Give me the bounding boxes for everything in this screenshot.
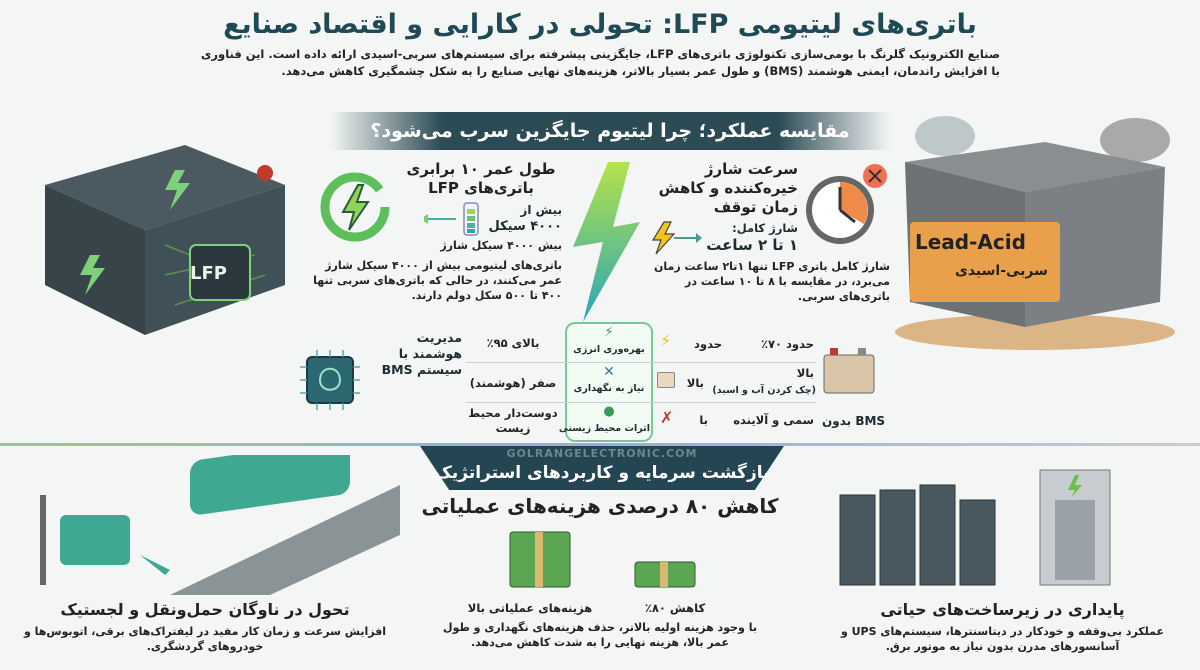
no-bms-label: بدون BMS — [822, 414, 886, 428]
bms-label: مدیریت هوشمند با سیستم BMS — [381, 330, 462, 377]
lead-maintenance-mid: بالا — [686, 376, 704, 390]
life-card: طول عمر ۱۰ برابری باتری‌های LFP بیش از ۴… — [300, 160, 562, 303]
criterion-maintenance: نیاز به نگهداری — [573, 383, 645, 394]
charge-card: سرعت شارژ خیره‌کننده و کاهش زمان توقف شا… — [646, 160, 890, 304]
life-card-body: باتری‌های لیتیومی بیش از ۴۰۰۰ سیکل شارژ … — [313, 259, 562, 302]
forklift-bus-illustration — [40, 455, 400, 595]
lead-efficiency: حدود ۷۰٪ — [760, 337, 814, 351]
cycles-text: بیش از ۴۰۰۰ سیکل — [488, 203, 562, 235]
small-lead-battery-icon — [823, 348, 875, 394]
watermark: GOLRANGELECTRONIC.COM — [506, 447, 698, 460]
savings-body: با وجود هزینه اولیه بالاتر، حذف هزینه‌ها… — [443, 621, 757, 649]
full-charge-row: شارژ کامل: ۱ تا ۲ ساعت — [646, 221, 890, 255]
infra-title: پایداری در زیرساخت‌های حیاتی — [880, 600, 1125, 619]
lfp-battery-illustration — [45, 145, 285, 335]
life-card-title: طول عمر ۱۰ برابری باتری‌های LFP — [406, 160, 556, 197]
lead-battery-label: Lead-Acid — [915, 230, 1026, 254]
high-cost-label: هزینه‌های عملیاتی بالا — [467, 601, 593, 615]
savings-title: کاهش ۸۰ درصدی هزینه‌های عملیاتی — [421, 494, 779, 518]
battery-level-icon — [424, 202, 480, 236]
lfp-environment: دوست‌دار محیط زیست — [468, 406, 558, 435]
criterion-efficiency: بهره‌وری انرژی — [573, 344, 645, 355]
charge-ring-icon — [320, 172, 390, 242]
bolt-icon: ⚡ — [604, 325, 614, 340]
page-title: باتری‌های لیتیومی LFP: تحولی در کارایی و… — [223, 9, 977, 40]
intro-text: صنایع الکترونیک گلرنگ با بومی‌سازی تکنول… — [200, 47, 1000, 78]
lead-efficiency-bolt-icon: ⚡ — [660, 331, 672, 350]
fleet-body: افزایش سرعت و زمان کار مفید در لیفتراک‌ه… — [23, 625, 387, 653]
datacenter-elevator-illustration — [839, 469, 1111, 586]
full-charge-value: ۱ تا ۲ ساعت — [706, 236, 798, 254]
section-divider — [0, 443, 1200, 446]
charge-card-body: شارژ کامل باتری LFP تنها ۱تا۲ ساعت زمان … — [654, 260, 890, 303]
roi-banner: بازگشت سرمایه و کاربردهای استراتژیک — [434, 463, 770, 483]
money-stacks-illustration — [509, 531, 696, 588]
lead-acid-battery-illustration — [895, 116, 1175, 350]
globe-icon: ● — [603, 404, 615, 419]
cycles-line1: بیش از — [520, 203, 562, 217]
toxic-icon: ✗ — [660, 408, 674, 427]
lead-environment: سمی و آلاینده — [733, 413, 814, 427]
battery-acid-icon — [657, 372, 675, 388]
cycles-line2: ۴۰۰۰ سیکل — [488, 219, 562, 234]
criteria-column — [565, 322, 653, 442]
full-charge-label: شارژ کامل: — [732, 221, 798, 235]
infra-body: عملکرد بی‌وقفه و خودکار در دیتاسنترها، س… — [840, 625, 1165, 653]
tools-icon: ✕ — [603, 364, 615, 380]
lightning-bolt-icon — [573, 162, 640, 322]
lead-efficiency-mid: حدود — [694, 337, 722, 351]
lead-environment-mid: با — [699, 413, 708, 427]
low-cost-label: کاهش ۸۰٪ — [644, 601, 706, 615]
lead-maintenance: بالا — [796, 366, 814, 380]
comparison-banner: مقایسه عملکرد؛ چرا لیتیوم جایگزین سرب می… — [330, 112, 890, 150]
cycles-caption: بیش ۴۰۰۰ سیکل شارژ — [440, 239, 562, 252]
full-charge-text: شارژ کامل: ۱ تا ۲ ساعت — [706, 221, 798, 255]
lfp-battery-label: LFP — [190, 263, 227, 284]
lfp-efficiency: بالای ۹۵٪ — [486, 336, 540, 350]
lfp-maintenance: صفر (هوشمند) — [469, 376, 557, 390]
charge-card-title: سرعت شارژ خیره‌کننده و کاهش زمان توقف — [658, 160, 798, 216]
charge-bolt-icon — [652, 221, 703, 255]
cycles-row: بیش از ۴۰۰۰ سیکل — [300, 201, 562, 237]
roi-banner-background — [420, 446, 784, 490]
fleet-title: تحول در ناوگان حمل‌ونقل و لجستیک — [60, 600, 350, 619]
criterion-environment: اثرات محیط زیستی — [558, 423, 650, 434]
bms-chip-icon — [300, 350, 360, 410]
lead-maintenance-note: (چک کردن آب و اسید) — [712, 385, 816, 396]
lead-battery-sublabel: سربی-اسیدی — [955, 263, 1048, 279]
clock-icon — [806, 164, 887, 244]
